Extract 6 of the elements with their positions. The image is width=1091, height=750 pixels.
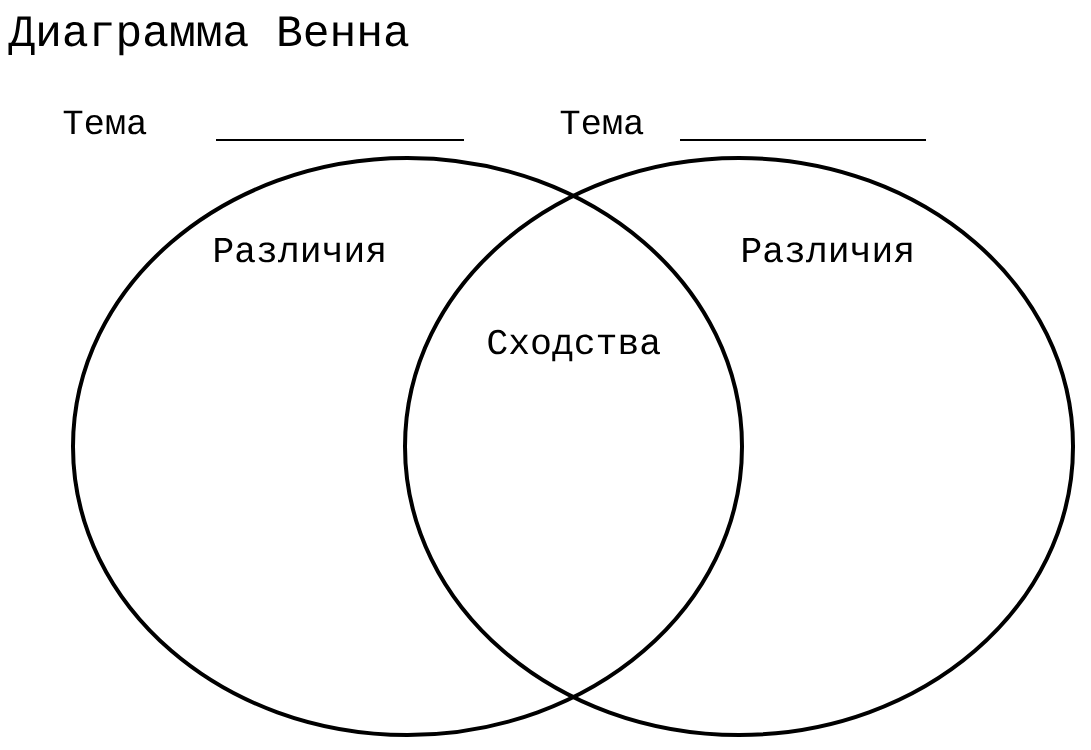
- title: Диаграмма Венна: [8, 16, 409, 56]
- region-label: Сходства: [488, 329, 660, 362]
- topic-label: Тема: [560, 110, 644, 135]
- region-label: Различия: [743, 238, 912, 263]
- topic-label: Тема: [63, 110, 147, 135]
- region-label: Различия: [215, 238, 384, 263]
